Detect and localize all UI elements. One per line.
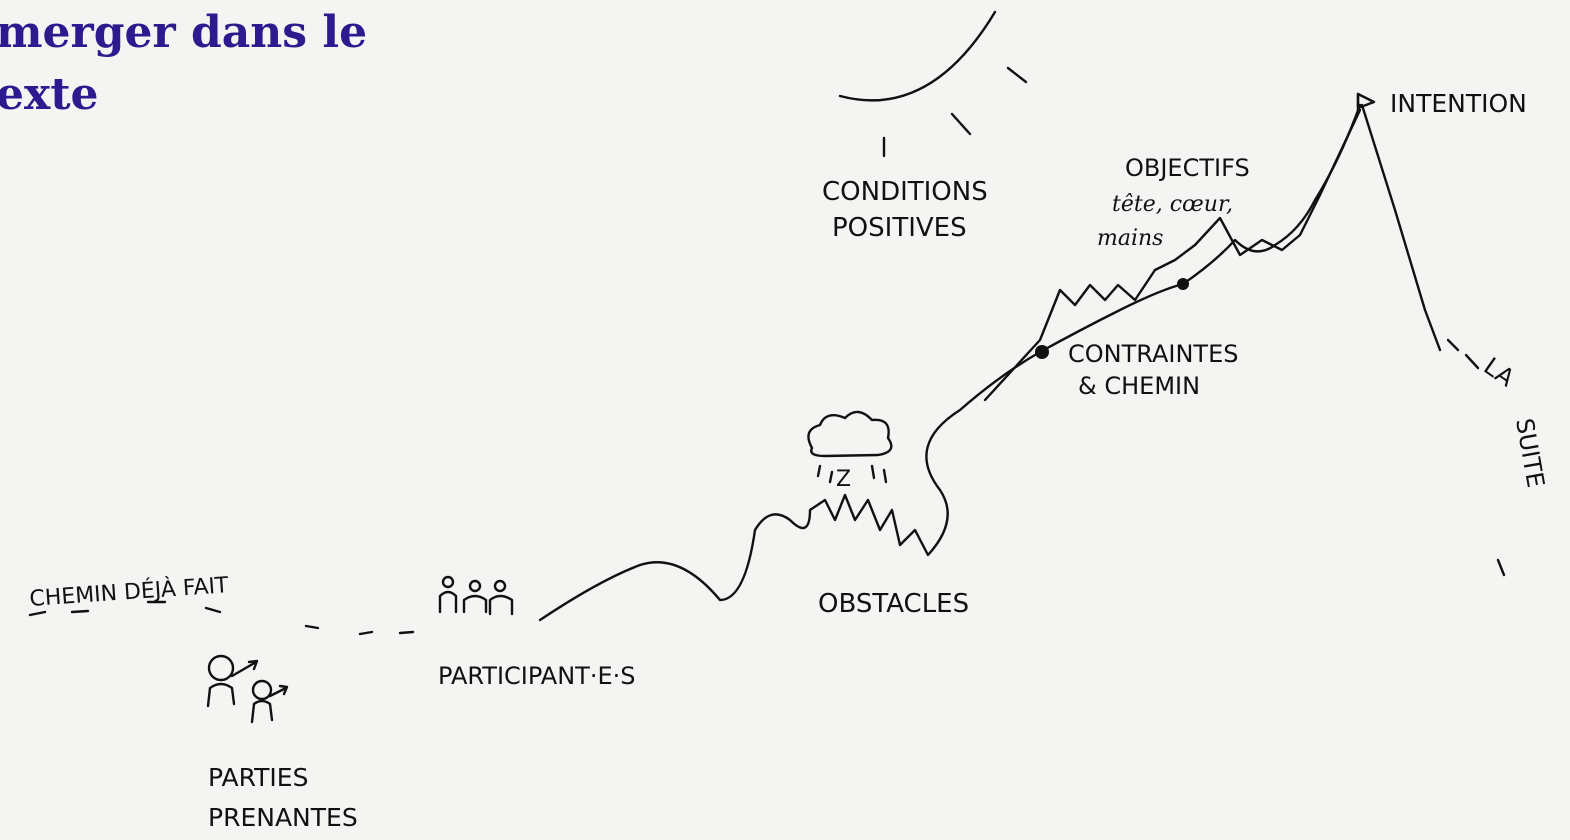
participants-icon — [440, 577, 512, 614]
label-obstacles: OBSTACLES — [818, 589, 969, 619]
label-suite: SUITE — [1510, 416, 1550, 490]
marker-dot — [1035, 345, 1049, 359]
descent-line — [1362, 105, 1440, 350]
storm-letter: Z — [836, 467, 851, 492]
label-chemin: CHEMIN DÉJÀ FAIT — [29, 572, 230, 612]
label-participants: PARTICIPANT·E·S — [438, 662, 635, 690]
label-objectifs-2: tête, cœur, — [1112, 192, 1233, 217]
label-intention: INTENTION — [1390, 89, 1527, 118]
marker-dot — [1177, 278, 1189, 290]
label-conditions-2: POSITIVES — [832, 213, 967, 243]
label-parties-2: PRENANTES — [208, 803, 358, 832]
stakeholders-icon — [208, 656, 287, 722]
label-objectifs-1: OBJECTIFS — [1125, 154, 1250, 182]
label-contraintes-2: & CHEMIN — [1078, 372, 1200, 400]
label-contraintes-1: CONTRAINTES — [1068, 340, 1238, 368]
label-la: LA — [1479, 352, 1520, 393]
label-objectifs-3: mains — [1097, 226, 1163, 251]
label-parties-1: PARTIES — [208, 763, 308, 792]
sun-icon — [840, 12, 1026, 156]
label-conditions-1: CONDITIONS — [822, 177, 988, 207]
